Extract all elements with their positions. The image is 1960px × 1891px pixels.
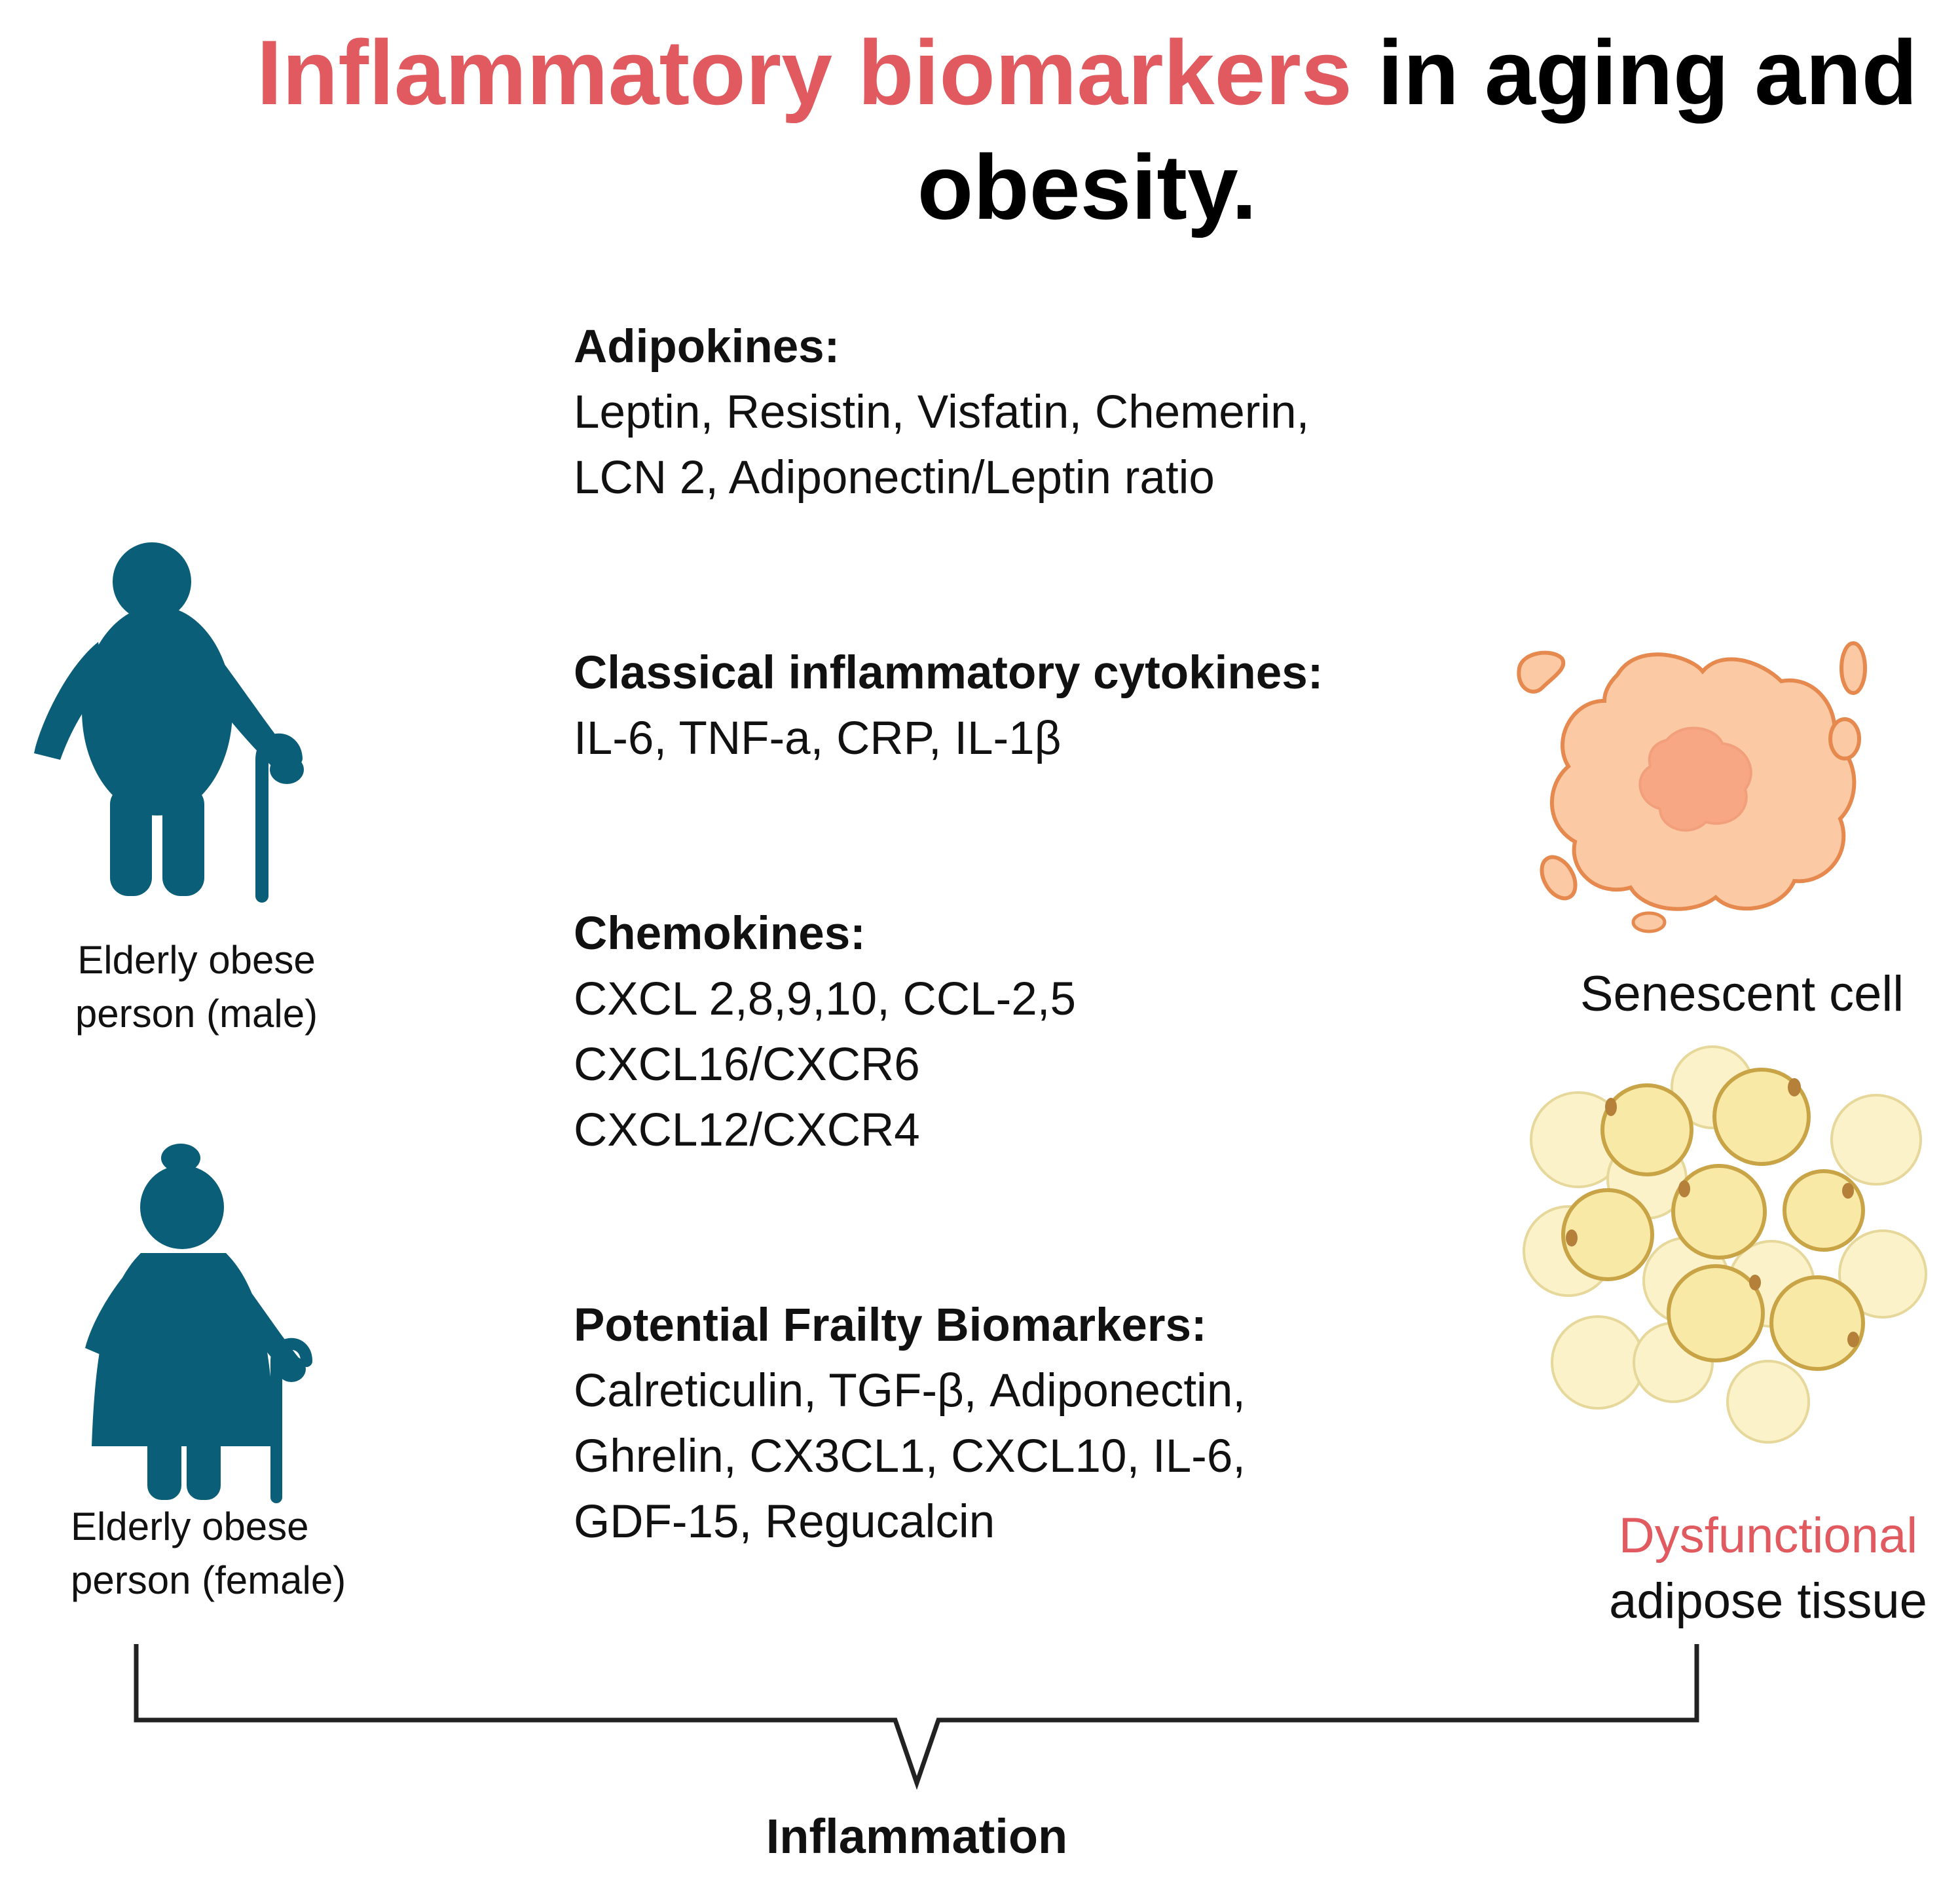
- senescent-cell-caption: Senescent cell: [1580, 966, 1904, 1022]
- figure-title-line2: obesity.: [216, 128, 1958, 247]
- section-line: CXCL12/CXCR4: [574, 1104, 920, 1156]
- male-figure-caption: Elderly obese person (male): [52, 933, 341, 1041]
- title-line2: obesity.: [917, 136, 1257, 238]
- title-rest: in aging and: [1352, 21, 1918, 124]
- caption-line: person (female): [71, 1558, 346, 1602]
- figure-title: Inflammatory biomarkers in aging and: [216, 13, 1958, 132]
- section-line: IL-6, TNF-a, CRP, IL-1β: [574, 713, 1062, 764]
- caption-line: Elderly obese: [77, 938, 316, 982]
- elderly-obese-male-icon: [34, 542, 304, 903]
- section-adipokines: Adipokines: Leptin, Resistin, Visfatin, …: [574, 314, 1556, 511]
- section-line: CXCL16/CXCR6: [574, 1039, 920, 1091]
- caption-line: Elderly obese: [71, 1505, 309, 1548]
- senescent-cell-icon: [1517, 641, 1867, 933]
- section-line: GDF-15, Regucalcin: [574, 1496, 995, 1548]
- adipose-tissue-icon: [1523, 1045, 1927, 1444]
- adipose-tissue-caption: Dysfunctional adipose tissue: [1585, 1503, 1951, 1634]
- female-figure-caption: Elderly obese person (female): [52, 1500, 393, 1607]
- section-classical-cytokines: Classical inflammatory cytokines: IL-6, …: [574, 641, 1556, 772]
- section-line: CXCL 2,8,9,10, CCL-2,5: [574, 973, 1076, 1025]
- section-line: Leptin, Resistin, Visfatin, Chemerin,: [574, 386, 1310, 438]
- elderly-obese-female-icon: [85, 1144, 312, 1503]
- section-chemokines: Chemokines: CXCL 2,8,9,10, CCL-2,5 CXCL1…: [574, 901, 1556, 1163]
- title-highlight: Inflammatory biomarkers: [256, 21, 1352, 124]
- section-heading: Classical inflammatory cytokines:: [574, 647, 1323, 699]
- section-line: Ghrelin, CX3CL1, CXCL10, IL-6,: [574, 1431, 1246, 1482]
- section-heading: Adipokines:: [574, 321, 840, 373]
- caption-line: Dysfunctional: [1618, 1508, 1918, 1563]
- section-line: LCN 2, Adiponectin/Leptin ratio: [574, 452, 1215, 504]
- section-heading: Potential Frailty Biomarkers:: [574, 1300, 1207, 1351]
- caption-line: adipose tissue: [1609, 1573, 1927, 1629]
- section-line: Calreticulin, TGF-β, Adiponectin,: [574, 1365, 1246, 1417]
- section-frailty-biomarkers: Potential Frailty Biomarkers: Calreticul…: [574, 1293, 1556, 1555]
- section-heading: Chemokines:: [574, 908, 866, 960]
- caption-line: person (male): [75, 992, 318, 1036]
- inflammation-label: Inflammation: [766, 1809, 1068, 1863]
